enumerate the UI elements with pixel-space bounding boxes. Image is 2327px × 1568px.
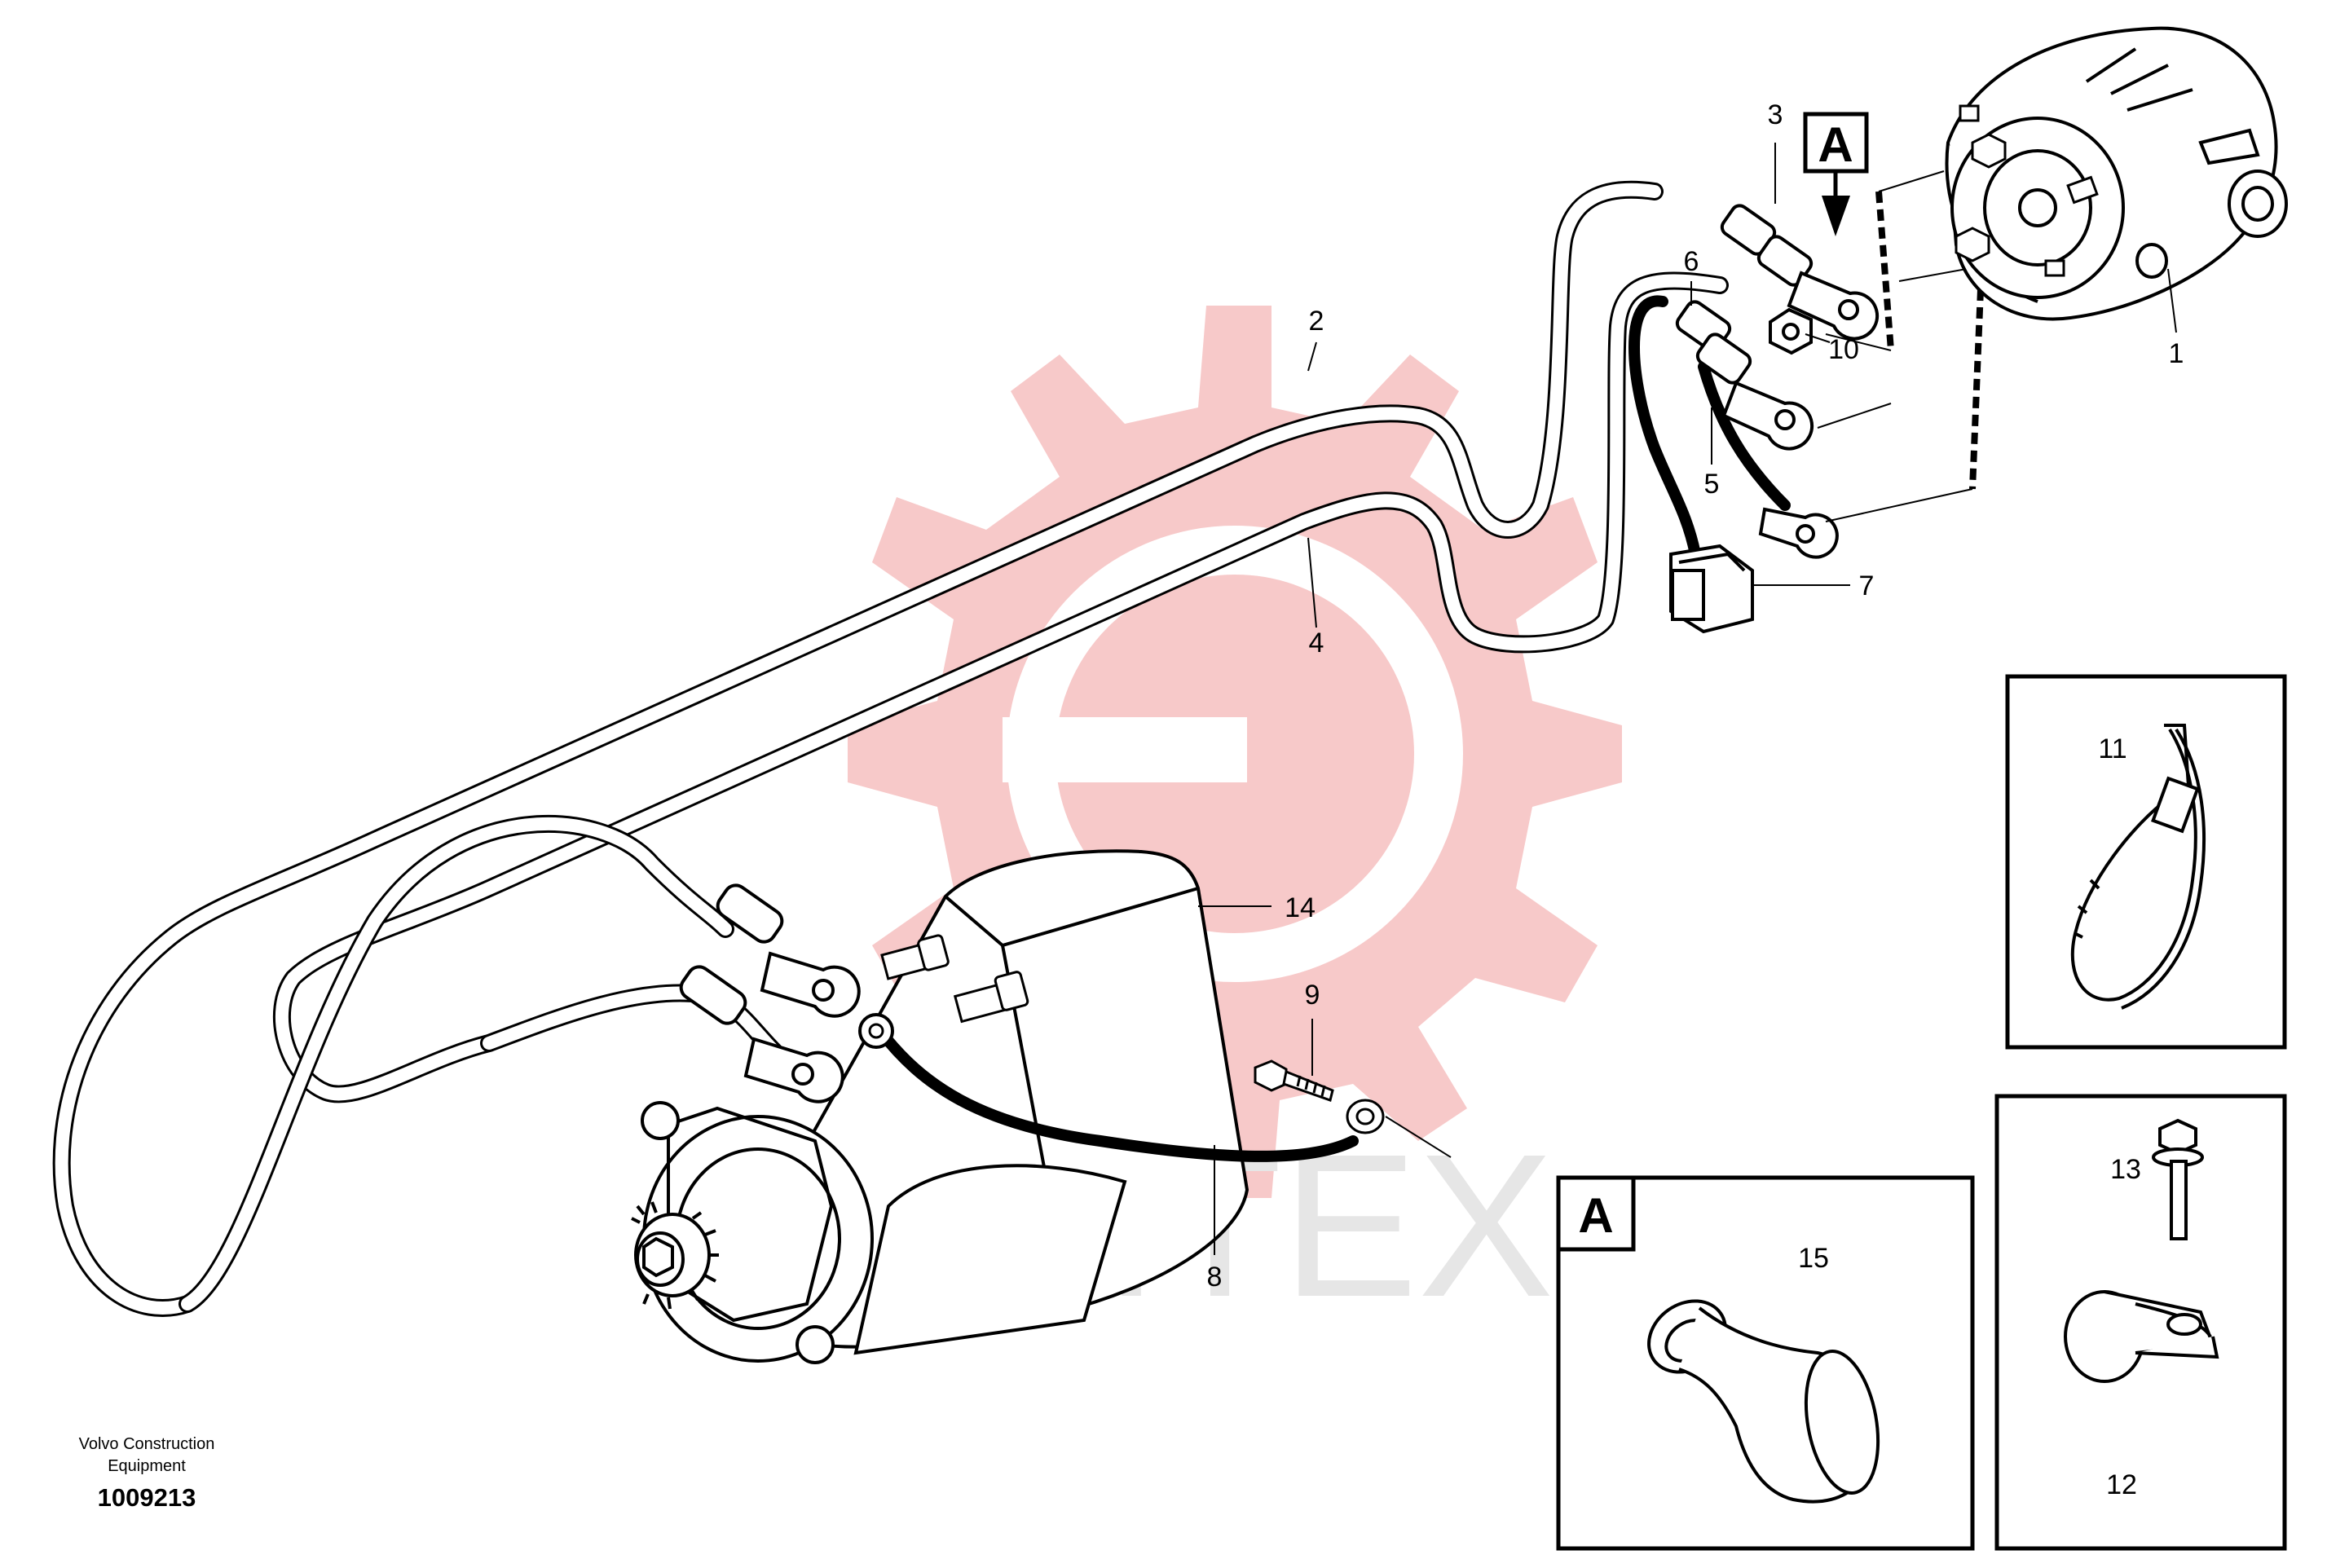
detail-box-a-label: A <box>1578 1188 1613 1243</box>
terminal-6 <box>1675 300 1814 451</box>
starter-motor <box>641 849 1249 1364</box>
callout-6: 6 <box>1684 246 1699 277</box>
starter-pinion <box>631 1201 719 1310</box>
nut-10 <box>1769 307 1813 355</box>
cable-tie-11 <box>2070 724 2206 1010</box>
bolt-9 <box>1254 1059 1334 1102</box>
washer <box>1346 1099 1385 1134</box>
callout-1: 1 <box>2169 338 2184 369</box>
footer: Volvo Construction Equipment 1009213 <box>79 1435 215 1512</box>
starter-cable-lugs <box>679 883 861 1103</box>
detail-box-cable-tie <box>2005 674 2287 1050</box>
bolt-13 <box>2152 1118 2204 1240</box>
dashed-leaders <box>1875 191 1984 490</box>
footer-brand-line1: Volvo Construction <box>79 1435 215 1453</box>
callout-14: 14 <box>1285 892 1316 923</box>
cable-5 <box>1628 295 1791 560</box>
callout-9: 9 <box>1305 980 1320 1011</box>
footer-drawing-number: 1009213 <box>98 1483 196 1512</box>
callout-13: 13 <box>2110 1154 2141 1185</box>
plug-7 <box>1669 544 1754 634</box>
callout-5: 5 <box>1704 469 1720 500</box>
callout-3: 3 <box>1768 99 1783 130</box>
alternator-1 <box>1945 26 2288 321</box>
callout-8: 8 <box>1207 1262 1223 1293</box>
callout-10: 10 <box>1828 334 1859 365</box>
ground-cable-8 <box>858 1013 1359 1162</box>
cable-2 <box>52 180 1664 1317</box>
clamp-12 <box>2064 1290 2219 1383</box>
footer-brand-line2: Equipment <box>108 1457 186 1475</box>
alternator-studs <box>1955 104 2099 277</box>
callout-labels: 1 2 3 4 5 6 7 8 9 10 11 12 13 14 15 <box>1207 99 2184 1500</box>
svg-text:A: A <box>1818 117 1853 172</box>
callout-11: 11 <box>2098 733 2126 764</box>
callout-15: 15 <box>1798 1243 1829 1274</box>
callout-12: 12 <box>2106 1469 2137 1500</box>
callout-4: 4 <box>1309 628 1324 658</box>
detail-marker-a: A <box>1803 112 1869 236</box>
callout-2: 2 <box>1309 306 1324 337</box>
terminal-3 <box>1720 204 1880 341</box>
grommet-15 <box>1647 1299 1880 1504</box>
starter-studs <box>880 934 1029 1024</box>
cable-4 <box>273 271 1729 1103</box>
terminal-5-ring <box>1758 507 1839 559</box>
callout-7: 7 <box>1859 570 1875 601</box>
detail-box-a-tag <box>1556 1175 1636 1252</box>
